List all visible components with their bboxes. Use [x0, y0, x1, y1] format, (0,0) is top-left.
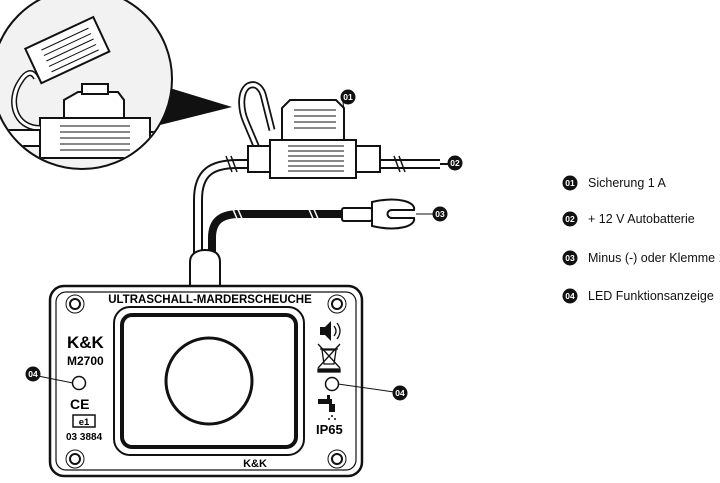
e-mark: e1 — [79, 417, 90, 428]
ip-rating: IP65 — [316, 422, 343, 437]
legend: 01 Sicherung 1 A 02 + 12 V Autobatterie … — [563, 176, 720, 304]
legend-item-negative: 03 Minus (-) oder Klemme 15 — [563, 251, 720, 266]
legend-label: Minus (-) oder Klemme 15 — [588, 251, 720, 265]
svg-text:03: 03 — [565, 253, 575, 263]
fork-terminal — [372, 200, 414, 229]
svg-text:01: 01 — [565, 178, 575, 188]
speaker-cone — [166, 338, 252, 424]
callout-02: 02 — [447, 156, 463, 171]
svg-text:04: 04 — [28, 369, 38, 379]
fuse-detail-zoom — [0, 0, 232, 169]
legend-label: Sicherung 1 A — [588, 176, 666, 190]
legend-label: LED Funktionsanzeige — [588, 289, 714, 303]
device-brand-logo: K&K — [67, 333, 105, 352]
legend-item-positive: 02 + 12 V Autobatterie — [563, 212, 695, 227]
svg-text:02: 02 — [450, 158, 460, 168]
device: ULTRASCHALL-MARDERSCHEUCHE K&K M2700 CE … — [50, 286, 362, 476]
led-left — [73, 377, 86, 390]
svg-text:03: 03 — [435, 209, 445, 219]
device-model: M2700 — [67, 354, 104, 368]
ce-mark: CE — [70, 396, 89, 412]
callout-03: 03 — [416, 207, 448, 222]
svg-text:04: 04 — [395, 388, 405, 398]
fuse-holder — [242, 85, 380, 178]
fork-terminal-crimp — [342, 208, 372, 221]
bottom-brand-logo: K&K — [243, 458, 267, 470]
legend-item-fuse: 01 Sicherung 1 A — [563, 176, 667, 191]
strain-relief — [190, 250, 220, 288]
svg-text:02: 02 — [565, 214, 575, 224]
led-right — [326, 378, 339, 391]
serial-number: 03 3884 — [66, 432, 103, 443]
legend-item-led: 04 LED Funktionsanzeige — [563, 289, 714, 304]
svg-text:04: 04 — [565, 291, 575, 301]
svg-text:01: 01 — [343, 92, 353, 102]
device-title: ULTRASCHALL-MARDERSCHEUCHE — [108, 294, 312, 306]
negative-cable — [212, 214, 342, 258]
legend-label: + 12 V Autobatterie — [588, 212, 695, 226]
